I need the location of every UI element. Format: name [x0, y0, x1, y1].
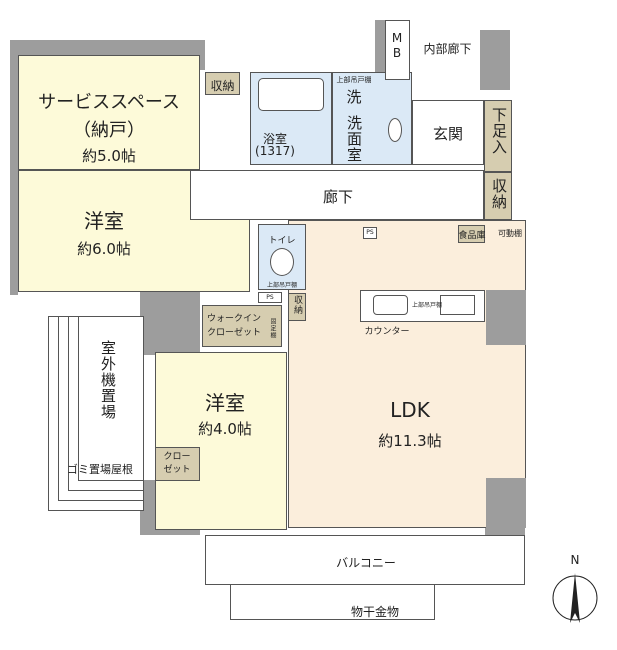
room-size: 約4.0帖	[198, 420, 252, 438]
mb: MB	[385, 20, 410, 80]
wall	[140, 290, 200, 355]
room-label: 洋室	[205, 391, 245, 415]
label: 収納	[292, 295, 302, 315]
ps: PS	[258, 292, 282, 303]
label: 下足入	[490, 107, 508, 155]
label: 物干金物	[350, 605, 399, 619]
walk-in-closet	[202, 305, 282, 347]
outdoor-unit-area	[78, 316, 144, 481]
storage: 収納	[205, 72, 240, 95]
closet: クロー ゼット	[155, 447, 200, 481]
bathtub-icon	[258, 78, 324, 111]
label: ゴミ置場屋根	[67, 463, 133, 476]
room-entrance: 玄関	[412, 100, 484, 165]
label: N	[570, 553, 580, 567]
room-label: トイレ	[268, 236, 296, 246]
room-size: 約5.0帖	[82, 147, 136, 165]
room-label: サービススペース	[38, 92, 180, 113]
label: 室外機置場	[99, 340, 117, 420]
label: 固定棚	[269, 318, 276, 339]
label: 内部廊下	[423, 42, 472, 56]
label: 可動棚	[498, 229, 522, 238]
shoe-cabinet: 下足入	[484, 100, 512, 172]
balcony: バルコニー	[205, 535, 525, 585]
room-western-4	[155, 352, 287, 530]
pantry	[458, 225, 485, 243]
label: PS	[366, 229, 374, 236]
room-ldk	[288, 220, 526, 528]
sink-icon	[388, 118, 402, 142]
wall	[480, 30, 510, 90]
storage: 収納	[484, 172, 512, 220]
room-label: 浴室	[262, 132, 287, 146]
label: 上部吊戸棚	[412, 302, 443, 309]
room-hall: 廊下	[190, 170, 484, 220]
toilet-icon	[270, 248, 294, 276]
label: カウンター	[364, 327, 410, 337]
storage: 収納	[288, 293, 306, 321]
label: クロー ゼット	[163, 452, 191, 475]
label: ウォークイン クローゼット	[206, 314, 261, 338]
ps: PS	[363, 227, 377, 239]
compass-icon: N	[550, 553, 600, 635]
room-label: LDK	[390, 398, 430, 422]
label: MB	[390, 31, 404, 61]
room-label: （納戸）	[73, 120, 145, 141]
label: PS	[266, 294, 274, 301]
wall	[486, 290, 526, 345]
balcony-lower	[230, 585, 435, 620]
room-service-space	[18, 55, 200, 170]
label: 収納	[490, 178, 508, 210]
room-size: 約11.3帖	[378, 432, 442, 450]
room-label: 洗面室	[345, 115, 363, 163]
room-wash	[332, 72, 412, 165]
label: 上部吊戸棚	[336, 76, 372, 84]
room-label: 廊下	[322, 188, 353, 206]
kitchen-sink-icon	[373, 295, 408, 315]
wall	[486, 478, 526, 528]
room-size: 約6.0帖	[77, 240, 131, 258]
wall	[10, 55, 18, 295]
room-label: (1317)	[255, 144, 295, 158]
room-label: 洋室	[84, 209, 124, 233]
label: 食品庫	[458, 231, 486, 241]
room-label: 玄関	[432, 125, 463, 143]
label: 収納	[210, 79, 235, 93]
stove-icon	[440, 295, 475, 315]
label: バルコニー	[336, 556, 396, 570]
label: 洗	[346, 88, 362, 106]
wall	[375, 20, 385, 90]
label: 上部吊戸棚	[266, 282, 297, 289]
